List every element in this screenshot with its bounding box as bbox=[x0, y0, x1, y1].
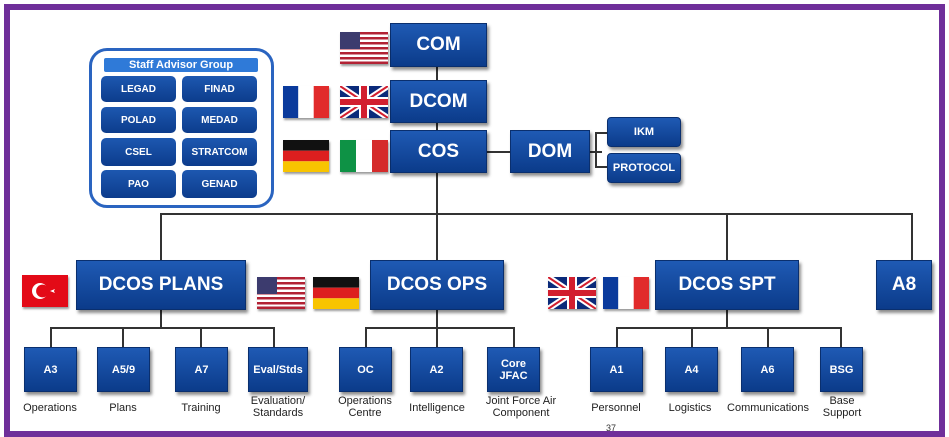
caption-operations-centre: Operations Centre bbox=[338, 395, 392, 419]
caption-training: Training bbox=[181, 402, 221, 414]
advisor-csel[interactable]: CSEL bbox=[101, 138, 176, 166]
caption-logistics: Logistics bbox=[668, 402, 712, 414]
unit-a1[interactable]: A1 bbox=[590, 347, 643, 392]
caption-personnel: Personnel bbox=[591, 402, 641, 414]
usa-flag bbox=[340, 32, 388, 64]
unit-a5-9[interactable]: A5/9 bbox=[97, 347, 150, 392]
dcos-spt-box[interactable]: DCOS SPT bbox=[655, 260, 799, 310]
staff-advisor-title: Staff Advisor Group bbox=[104, 58, 258, 72]
unit-bsg[interactable]: BSG bbox=[820, 347, 863, 392]
caption-base-support: Base Support bbox=[822, 395, 862, 419]
a8-box[interactable]: A8 bbox=[876, 260, 932, 310]
caption-intelligence: Intelligence bbox=[409, 402, 465, 414]
france-flag bbox=[603, 277, 649, 309]
unit-a4[interactable]: A4 bbox=[665, 347, 718, 392]
germany-flag bbox=[313, 277, 359, 309]
advisor-finad[interactable]: FINAD bbox=[182, 76, 257, 102]
unit-a2[interactable]: A2 bbox=[410, 347, 463, 392]
caption-evaluation-standards: Evaluation/ Standards bbox=[250, 395, 306, 419]
france-flag bbox=[283, 86, 329, 118]
caption-operations: Operations bbox=[23, 402, 77, 414]
uk-flag bbox=[548, 277, 596, 309]
advisor-stratcom[interactable]: STRATCOM bbox=[182, 138, 257, 166]
usa-flag bbox=[257, 277, 305, 309]
com-box[interactable]: COM bbox=[390, 23, 487, 67]
cos-box[interactable]: COS bbox=[390, 130, 487, 173]
caption-communications: Communications bbox=[727, 402, 809, 414]
unit-core-jfac[interactable]: Core JFAC bbox=[487, 347, 540, 392]
caption-joint-force-air-component: Joint Force Air Component bbox=[485, 395, 557, 419]
uk-flag bbox=[340, 86, 388, 118]
advisor-medad[interactable]: MEDAD bbox=[182, 107, 257, 133]
unit-a7[interactable]: A7 bbox=[175, 347, 228, 392]
dcos-ops-box[interactable]: DCOS OPS bbox=[370, 260, 504, 310]
page-number: 37 bbox=[606, 423, 617, 433]
italy-flag bbox=[340, 140, 388, 172]
advisor-polad[interactable]: POLAD bbox=[101, 107, 176, 133]
germany-flag bbox=[283, 140, 329, 172]
unit-a6[interactable]: A6 bbox=[741, 347, 794, 392]
turkey-flag bbox=[22, 275, 68, 307]
ikm-box[interactable]: IKM bbox=[607, 117, 681, 147]
advisor-genad[interactable]: GENAD bbox=[182, 170, 257, 198]
advisor-legad[interactable]: LEGAD bbox=[101, 76, 176, 102]
unit-oc[interactable]: OC bbox=[339, 347, 392, 392]
dcos-plans-box[interactable]: DCOS PLANS bbox=[76, 260, 246, 310]
protocol-box[interactable]: PROTOCOL bbox=[607, 153, 681, 183]
unit-eval-stds[interactable]: Eval/Stds bbox=[248, 347, 308, 392]
dom-box[interactable]: DOM bbox=[510, 130, 590, 173]
caption-plans: Plans bbox=[109, 402, 137, 414]
dcom-box[interactable]: DCOM bbox=[390, 80, 487, 123]
unit-a3[interactable]: A3 bbox=[24, 347, 77, 392]
advisor-pao[interactable]: PAO bbox=[101, 170, 176, 198]
